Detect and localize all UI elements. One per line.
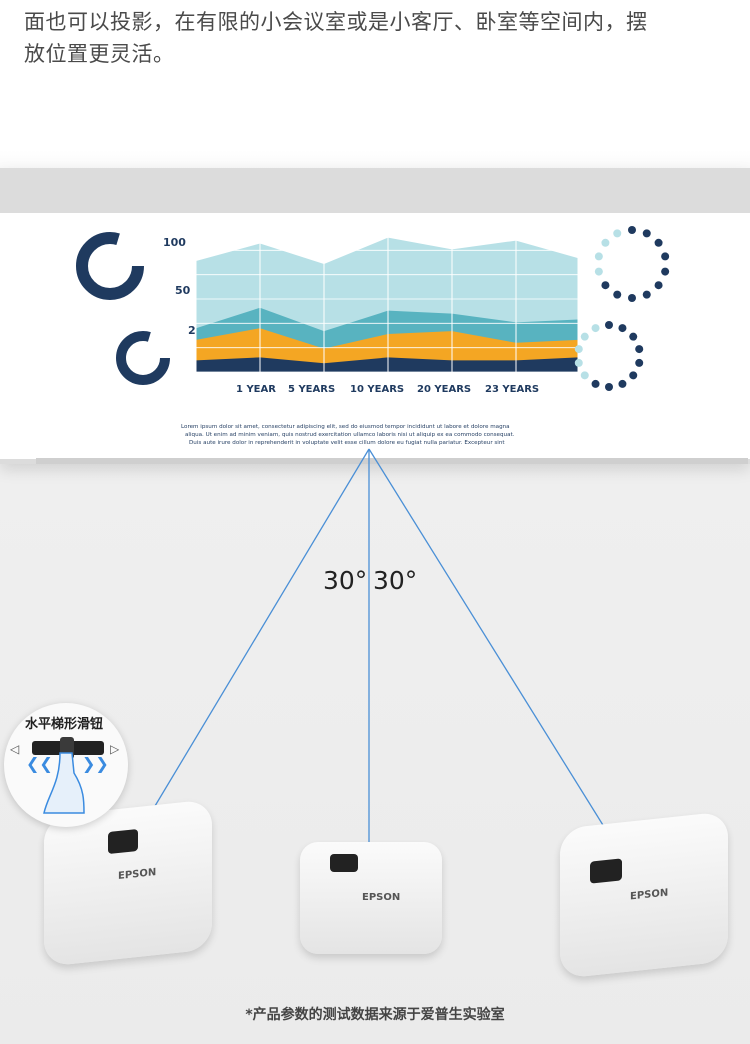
projector-lens (590, 858, 622, 884)
ring-dot (654, 281, 663, 290)
ring-dot (574, 345, 583, 354)
ring-dot (618, 379, 627, 388)
y-tick-50: 50 (175, 284, 191, 297)
chart-caption-2: aliqua. Ut enim ad minim veniam, quis no… (185, 432, 515, 438)
svg-text:◁: ◁ (9, 742, 19, 756)
ring-dot (661, 252, 670, 261)
intro-line-2: 放位置更灵活。 (24, 42, 175, 66)
ring-dot (654, 238, 663, 247)
projector-brand: EPSON (362, 892, 401, 903)
ring-dot (613, 290, 622, 299)
chart-caption-1: Lorem ipsum dolor sit amet, consectetur … (181, 424, 510, 430)
projector-brand: EPSON (118, 867, 157, 883)
ring-dot (628, 226, 636, 234)
ring-dot (601, 238, 610, 247)
angle-right-label: 30° (373, 566, 418, 595)
ring-dot (601, 281, 610, 290)
ring-dot (591, 324, 600, 333)
ring-dot (628, 294, 636, 302)
ring-dot (629, 332, 638, 341)
projector-center: EPSON (300, 842, 442, 954)
intro-line-1: 面也可以投影，在有限的小会议室或是小客厅、卧室等空间内，摆 (24, 10, 648, 34)
ring-dot (642, 290, 651, 299)
keystone-slider-label: 水平梯形滑钮 (25, 717, 104, 732)
projection-beams (142, 448, 617, 847)
projector-lens (330, 854, 358, 872)
ring-dot (580, 332, 589, 341)
keystone-slider-callout: ◁ ▷ ❮❮ ❯❯ (4, 703, 128, 827)
ring-dot (618, 324, 627, 333)
chart-caption-3: Duis aute irure dolor in reprehenderit i… (189, 440, 505, 446)
ring-dot (594, 252, 603, 261)
x-label-5: 23 YEARS (485, 384, 539, 395)
ring-dot (635, 345, 644, 354)
x-label-2: 5 YEARS (288, 384, 335, 395)
ring-dot (574, 358, 583, 367)
ring-dot (605, 383, 613, 391)
x-label-3: 10 YEARS (350, 384, 404, 395)
area-chart (196, 237, 578, 372)
chart-grid (195, 225, 579, 373)
dotted-ring-icon-top (594, 226, 670, 302)
ring-dot (580, 371, 589, 380)
ring-dot (594, 267, 603, 276)
dotted-ring-icon-bottom (574, 321, 644, 391)
svg-text:▷: ▷ (110, 742, 120, 756)
projector-lens (108, 828, 138, 855)
ring-dot (629, 371, 638, 380)
projector-right: EPSON (560, 811, 728, 979)
area-layer (196, 357, 578, 372)
y-tick-100: 100 (163, 236, 186, 249)
ring-dot (642, 229, 651, 238)
ring-dot (613, 229, 622, 238)
beam-right (368, 448, 617, 847)
projector-brand: EPSON (630, 887, 669, 903)
footnote: *产品参数的测试数据来源于爱普生实验室 (245, 1007, 505, 1023)
ring-chart-icon-small (116, 331, 170, 385)
beam-left (142, 448, 370, 827)
ring-dot (635, 358, 644, 367)
ring-dot (591, 379, 600, 388)
x-label-4: 20 YEARS (417, 384, 471, 395)
intro-text: 面也可以投影，在有限的小会议室或是小客厅、卧室等空间内，摆 放位置更灵活。 (24, 6, 729, 70)
x-label-1: 1 YEAR (236, 384, 276, 395)
angle-left-label: 30° (323, 566, 368, 595)
chevron-left-icon: ❮❮ (26, 754, 53, 773)
ring-chart-icon-large (76, 232, 144, 300)
ring-dot (661, 267, 670, 276)
ring-dot (605, 321, 613, 329)
screen-bottom-edge (36, 458, 748, 464)
keystone-slider-illustration: ◁ ▷ ❮❮ ❯❯ (9, 737, 120, 814)
chevron-right-icon: ❯❯ (82, 754, 109, 773)
